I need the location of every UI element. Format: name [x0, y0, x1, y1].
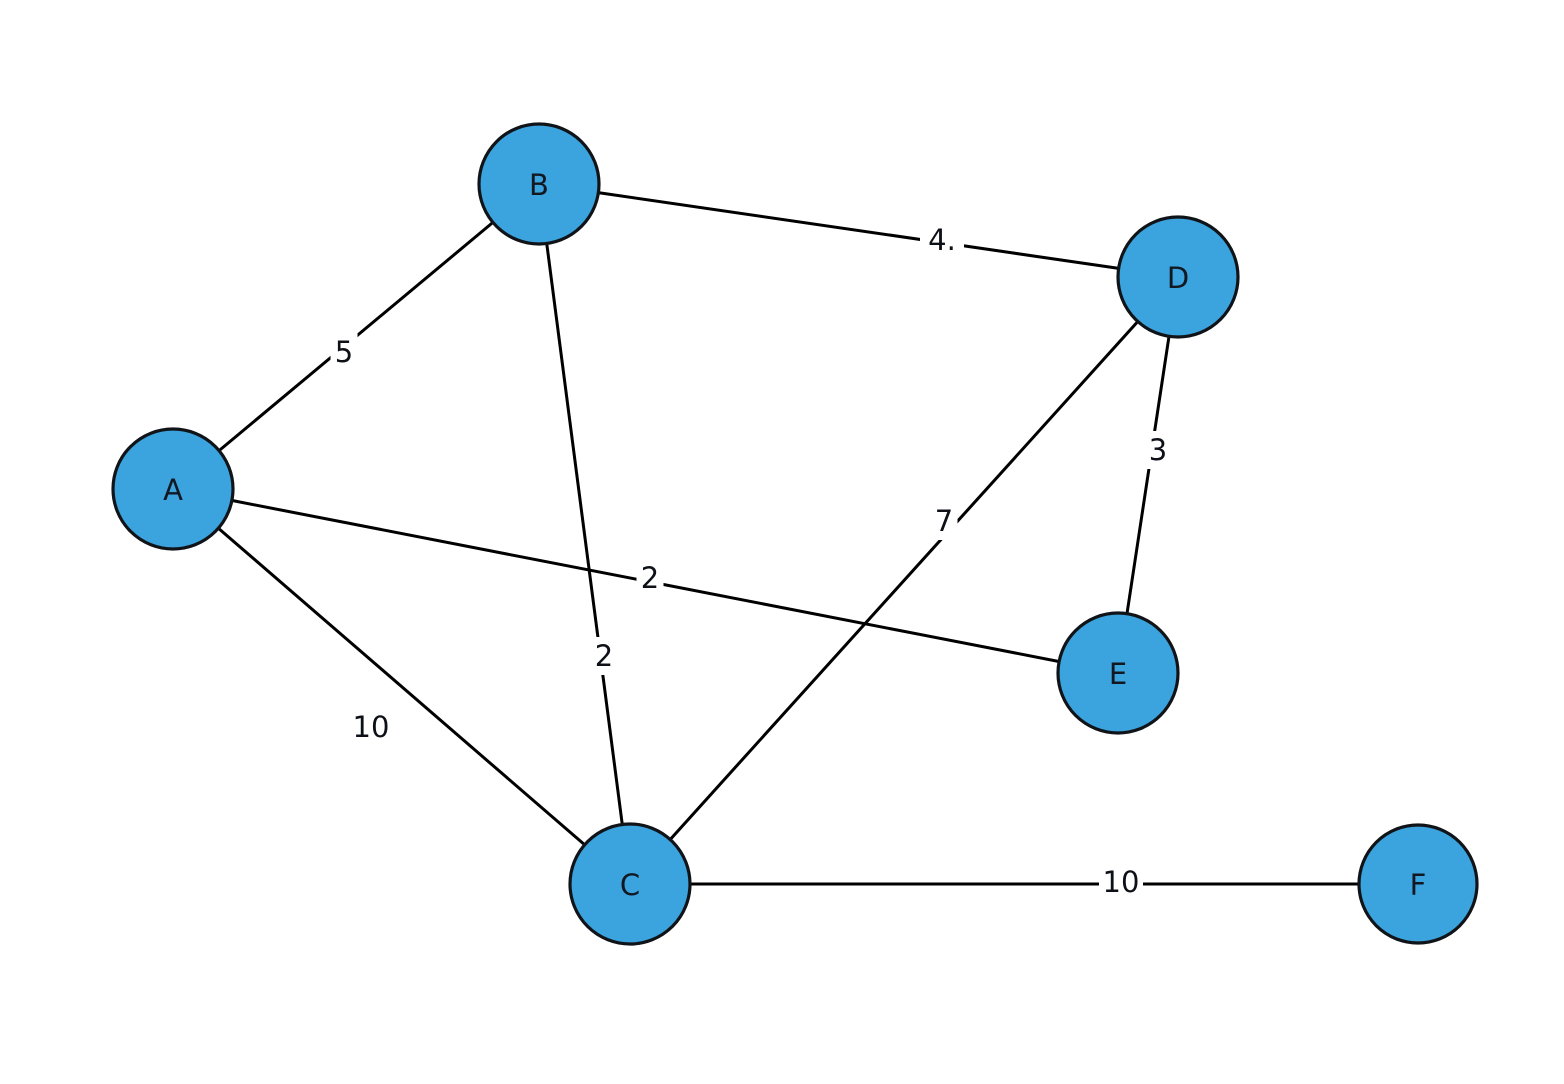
edge-label-b-c: 2 [590, 637, 618, 675]
graph-node-f[interactable]: F [1357, 823, 1479, 945]
edge-label-backdrop [349, 708, 393, 746]
edge-weight-label: 10 [353, 710, 390, 744]
node-circle[interactable] [111, 427, 235, 551]
edge-weight-label: 10 [1103, 865, 1140, 899]
graph-edge-d-e[interactable] [1125, 335, 1171, 615]
edge-label-backdrop [920, 221, 964, 259]
node-circle[interactable] [1116, 215, 1240, 339]
graph-node-c[interactable]: C [568, 822, 692, 946]
edge-labels-layer: 5 2 10 4. 2 7 10 3 [330, 221, 1172, 901]
edge-label-c-f: 10 [1099, 863, 1143, 901]
edge-weight-label: 7 [935, 504, 953, 538]
edge-label-a-e: 2 [636, 559, 664, 597]
edge-weight-label: 2 [595, 639, 613, 673]
edges-layer [216, 191, 1360, 886]
edge-label-backdrop [590, 637, 618, 675]
edge-weight-label: 2 [641, 561, 659, 595]
node-circle[interactable] [1056, 611, 1180, 735]
node-circle[interactable] [1357, 823, 1479, 945]
node-circle[interactable] [568, 822, 692, 946]
edge-label-backdrop [330, 333, 358, 371]
graph-node-e[interactable]: E [1056, 611, 1180, 735]
edge-label-backdrop [636, 559, 664, 597]
graph-edge-b-d[interactable] [597, 191, 1120, 270]
edge-weight-label: 3 [1149, 433, 1167, 467]
graph-node-a[interactable]: A [111, 427, 235, 551]
nodes-layer: A B C D E F [111, 122, 1479, 946]
graph-node-b[interactable]: B [477, 122, 601, 246]
graph-edge-a-c[interactable] [216, 526, 587, 847]
edge-weight-label: 5 [335, 335, 353, 369]
node-circle[interactable] [477, 122, 601, 246]
edge-label-a-b: 5 [330, 333, 358, 371]
edge-label-a-c: 10 [349, 708, 393, 746]
edge-label-c-d: 7 [930, 502, 958, 540]
edge-label-backdrop [1144, 431, 1172, 469]
edge-label-backdrop [930, 502, 958, 540]
edge-label-backdrop [1099, 863, 1143, 901]
edge-weight-label: 4. [928, 223, 956, 257]
graph-edge-c-d[interactable] [668, 319, 1140, 842]
edge-label-d-e: 3 [1144, 431, 1172, 469]
graph-node-d[interactable]: D [1116, 215, 1240, 339]
graph-edge-b-c[interactable] [545, 242, 624, 826]
edge-label-b-d: 4. [920, 221, 964, 259]
